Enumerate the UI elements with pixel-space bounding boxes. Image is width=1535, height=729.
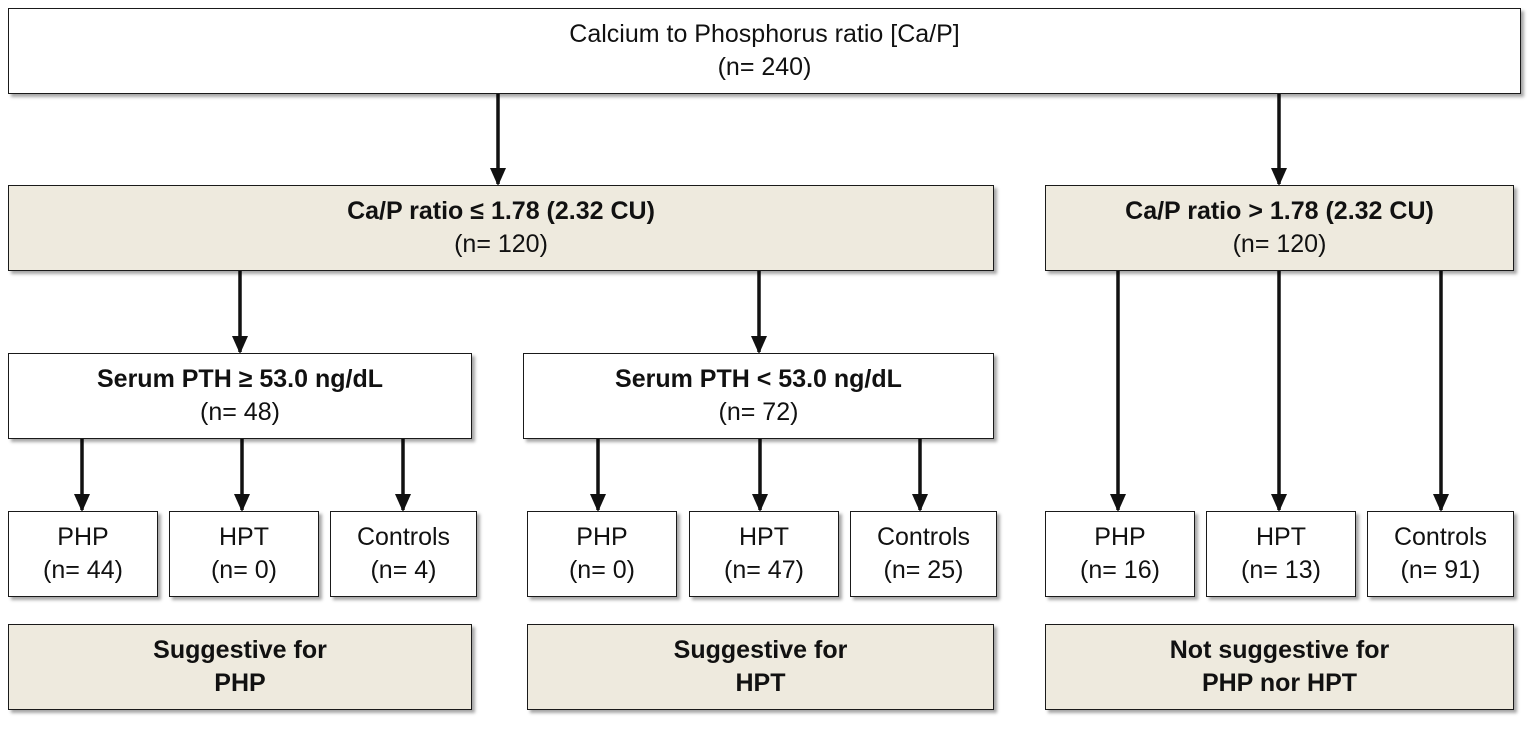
- branch-low-node: Ca/P ratio ≤ 1.78 (2.32 CU) (n= 120): [8, 185, 994, 271]
- leaf-count: (n= 0): [568, 556, 635, 584]
- leaf-node-3: Controls (n= 4): [330, 511, 477, 597]
- leaf-label: Controls: [876, 523, 971, 551]
- conclusion-neither: Not suggestive for PHP nor HPT: [1045, 624, 1514, 710]
- conclusion-line1: Suggestive for: [153, 636, 327, 664]
- branch-high-node: Ca/P ratio > 1.78 (2.32 CU) (n= 120): [1045, 185, 1514, 271]
- leaf-count: (n= 13): [1241, 556, 1321, 584]
- leaf-count: (n= 16): [1080, 556, 1160, 584]
- conclusion-line2: PHP nor HPT: [1201, 669, 1358, 697]
- leaf-count: (n= 0): [210, 556, 277, 584]
- leaf-node-9: Controls (n= 91): [1367, 511, 1514, 597]
- branch-high-title: Ca/P ratio > 1.78 (2.32 CU): [1125, 197, 1434, 225]
- leaf-label: HPT: [1256, 523, 1306, 551]
- conclusion-line2: PHP: [214, 669, 266, 697]
- conclusion-php: Suggestive for PHP: [8, 624, 472, 710]
- pth-high-node: Serum PTH ≥ 53.0 ng/dL (n= 48): [8, 353, 472, 439]
- pth-low-title: Serum PTH < 53.0 ng/dL: [615, 365, 902, 393]
- leaf-count: (n= 44): [43, 556, 123, 584]
- leaf-label: HPT: [219, 523, 269, 551]
- leaf-count: (n= 25): [883, 556, 964, 584]
- leaf-node-7: PHP (n= 16): [1045, 511, 1195, 597]
- leaf-label: PHP: [57, 523, 109, 551]
- branch-low-title: Ca/P ratio ≤ 1.78 (2.32 CU): [347, 197, 655, 225]
- leaf-node-5: HPT (n= 47): [689, 511, 839, 597]
- pth-low-node: Serum PTH < 53.0 ng/dL (n= 72): [523, 353, 994, 439]
- branch-low-count: (n= 120): [454, 230, 548, 258]
- root-node: Calcium to Phosphorus ratio [Ca/P] (n= 2…: [8, 8, 1521, 94]
- leaf-count: (n= 91): [1400, 556, 1481, 584]
- pth-low-count: (n= 72): [718, 398, 799, 426]
- leaf-label: PHP: [1094, 523, 1146, 551]
- conclusion-line2: HPT: [735, 669, 786, 697]
- branch-high-count: (n= 120): [1232, 230, 1327, 258]
- leaf-node-4: PHP (n= 0): [527, 511, 677, 597]
- pth-high-count: (n= 48): [200, 398, 280, 426]
- leaf-label: Controls: [1393, 523, 1488, 551]
- root-title: Calcium to Phosphorus ratio [Ca/P]: [569, 20, 960, 48]
- pth-high-title: Serum PTH ≥ 53.0 ng/dL: [97, 365, 383, 393]
- leaf-label: HPT: [739, 523, 789, 551]
- leaf-node-8: HPT (n= 13): [1206, 511, 1356, 597]
- conclusion-hpt: Suggestive for HPT: [527, 624, 994, 710]
- leaf-count: (n= 47): [724, 556, 804, 584]
- leaf-node-2: HPT (n= 0): [169, 511, 319, 597]
- conclusion-line1: Not suggestive for: [1169, 636, 1390, 664]
- root-count: (n= 240): [717, 53, 812, 81]
- conclusion-line1: Suggestive for: [673, 636, 848, 664]
- leaf-label: Controls: [356, 523, 451, 551]
- leaf-label: PHP: [576, 523, 628, 551]
- leaf-count: (n= 4): [370, 556, 437, 584]
- leaf-node-6: Controls (n= 25): [850, 511, 997, 597]
- leaf-node-1: PHP (n= 44): [8, 511, 158, 597]
